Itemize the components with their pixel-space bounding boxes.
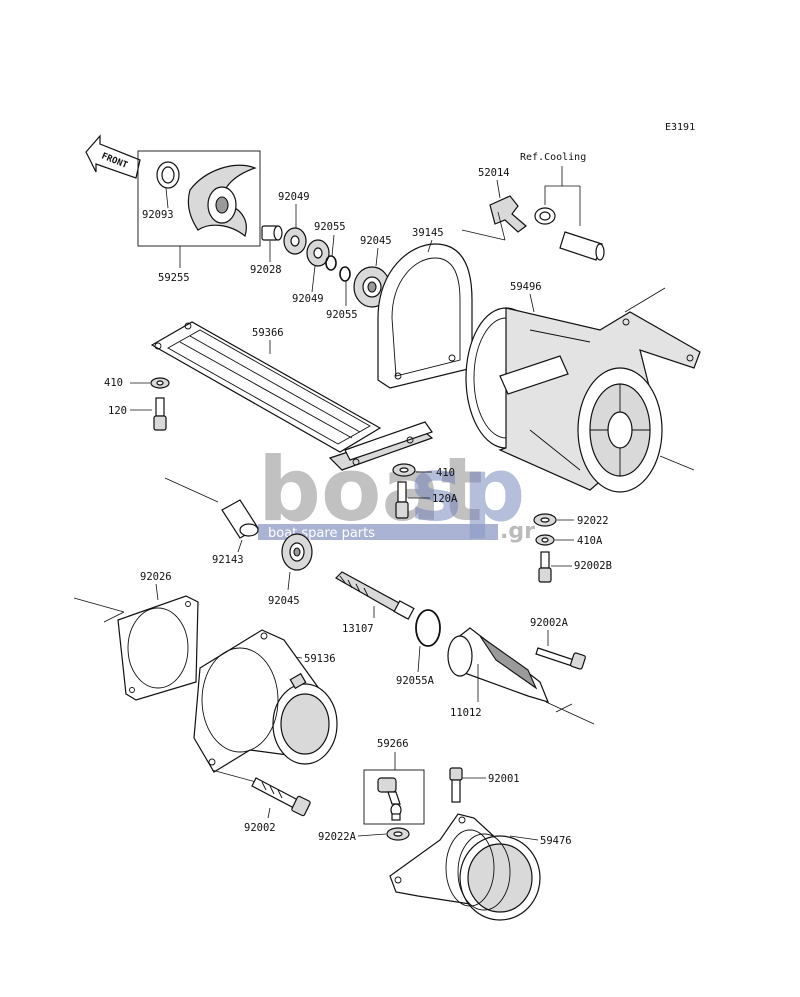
washer-410-left xyxy=(150,377,170,389)
label-92045-top: 92045 xyxy=(360,235,392,247)
label-92022A: 92022A xyxy=(318,831,357,843)
label-410-center: 410 xyxy=(436,467,455,479)
label-59266: 59266 xyxy=(377,738,409,750)
label-92026: 92026 xyxy=(140,571,172,583)
label-410A: 410A xyxy=(577,535,603,547)
label-59476: 59476 xyxy=(540,835,572,847)
label-59366: 59366 xyxy=(252,327,284,339)
watermark-tagline: boat spare parts xyxy=(268,526,375,541)
bolt-92002 xyxy=(251,777,311,817)
o-ring-92055A xyxy=(415,609,441,647)
ride-plate-59366 xyxy=(150,321,434,471)
label-120A: 120A xyxy=(432,493,458,505)
bearing-92045-b xyxy=(281,533,313,571)
watermark-suffix: .gr xyxy=(500,519,535,544)
bolt-120-left xyxy=(153,397,167,431)
label-92055A: 92055A xyxy=(396,675,435,687)
label-92002: 92002 xyxy=(244,822,276,834)
label-120-left: 120 xyxy=(108,405,127,417)
label-11012: 11012 xyxy=(450,707,482,719)
label-59496: 59496 xyxy=(510,281,542,293)
hose-fitting-52014 xyxy=(489,195,527,233)
washer-92049-a xyxy=(283,227,307,255)
nozzle-cone-11012 xyxy=(447,627,550,703)
ref-cooling-label: Ref.Cooling xyxy=(520,152,586,163)
label-13107: 13107 xyxy=(342,623,374,635)
label-92049-top: 92049 xyxy=(278,191,310,203)
washer-410-center xyxy=(392,463,416,477)
front-arrow-icon: FRONT xyxy=(85,134,141,179)
label-92001: 92001 xyxy=(488,773,520,785)
washer-92022 xyxy=(533,513,557,527)
washer-410A xyxy=(535,534,555,546)
bolt-92002B xyxy=(538,551,552,583)
label-92022: 92022 xyxy=(577,515,609,527)
bolt-92002A xyxy=(535,647,586,670)
nozzle-housing-59136 xyxy=(193,629,338,773)
bushing-92028 xyxy=(261,225,283,241)
label-92049-bottom: 92049 xyxy=(292,293,324,305)
diagram-code: E3191 xyxy=(665,122,695,133)
bolt-92001 xyxy=(449,767,463,803)
hose-clamp xyxy=(534,207,556,225)
label-59255: 59255 xyxy=(158,272,190,284)
spacer-92143 xyxy=(221,499,259,539)
label-92002A: 92002A xyxy=(530,617,569,629)
label-92143: 92143 xyxy=(212,554,244,566)
impeller-part xyxy=(156,161,257,238)
watermark-logo: boat sp .gr boat spare parts xyxy=(258,438,535,544)
label-92055-top: 92055 xyxy=(314,221,346,233)
bolt-120A xyxy=(395,481,409,519)
label-92028: 92028 xyxy=(250,264,282,276)
valve-59266 xyxy=(377,777,402,821)
impeller-group-box xyxy=(137,150,261,247)
label-92002B: 92002B xyxy=(574,560,612,572)
cover-plate-39145 xyxy=(377,243,473,389)
washer-92022A xyxy=(386,827,410,841)
label-92055-bottom: 92055 xyxy=(326,309,358,321)
label-410-left: 410 xyxy=(104,377,123,389)
washer-92049-b xyxy=(306,239,330,267)
o-ring-92055-a xyxy=(325,255,351,282)
steering-nozzle-59476 xyxy=(389,813,541,921)
watermark-word-1: boat xyxy=(258,438,483,541)
label-39145: 39145 xyxy=(412,227,444,239)
gasket-92026 xyxy=(117,595,199,701)
label-59136: 59136 xyxy=(304,653,336,665)
label-92045-bottom: 92045 xyxy=(268,595,300,607)
cooling-hose xyxy=(559,231,605,261)
label-52014: 52014 xyxy=(478,167,510,179)
valve-group-box xyxy=(363,769,425,825)
pump-housing-59496 xyxy=(465,307,701,493)
drive-shaft-13107 xyxy=(335,571,415,620)
watermark-word-2: sp xyxy=(410,438,525,541)
label-92093: 92093 xyxy=(142,209,174,221)
